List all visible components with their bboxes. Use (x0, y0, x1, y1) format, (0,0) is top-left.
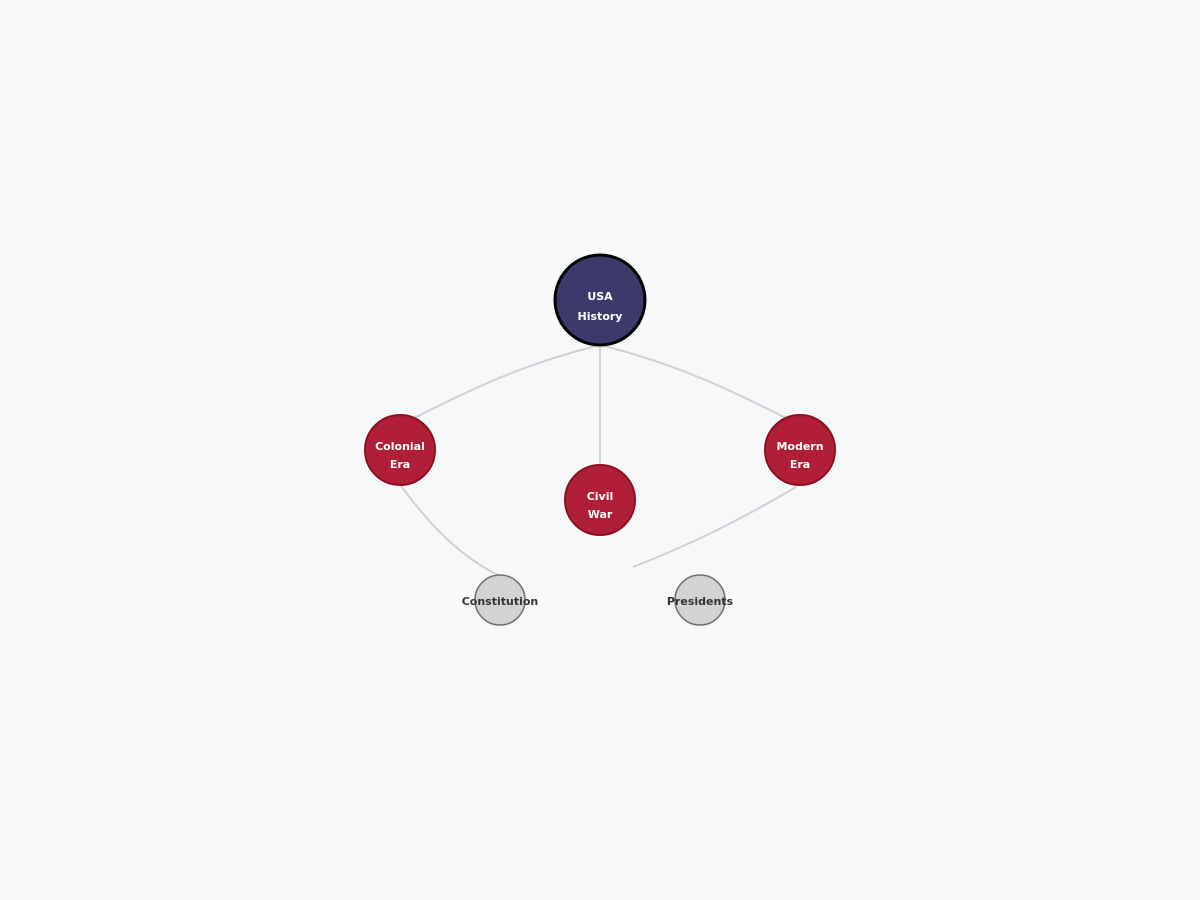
node-presidents[interactable]: Presidents (667, 574, 734, 626)
node-constitution-circle (474, 574, 526, 626)
node-colonial-era-circle (364, 414, 436, 486)
node-usa-history-circle (553, 253, 647, 347)
edge-colonial-constitution (400, 485, 501, 577)
edges (399, 345, 801, 577)
node-usa-history-label-line1: USA (587, 290, 613, 303)
edge-modern-presidents (632, 486, 797, 568)
node-colonial-era-label-line2: Era (390, 458, 410, 471)
node-civil-war[interactable]: Civil War (564, 464, 636, 536)
node-constitution-label: Constitution (462, 595, 539, 608)
node-civil-war-label-line1: Civil (587, 490, 614, 503)
node-modern-era-circle (764, 414, 836, 486)
edge-root-colonial (399, 345, 597, 426)
node-modern-era[interactable]: Modern Era (764, 414, 836, 486)
node-civil-war-label-line2: War (588, 508, 613, 521)
node-modern-era-label-line2: Era (790, 458, 810, 471)
node-constitution[interactable]: Constitution (462, 574, 539, 626)
node-usa-history-label-line2: History (578, 310, 623, 323)
node-usa-history[interactable]: USA History (553, 253, 647, 347)
edge-root-modern (603, 345, 801, 426)
node-colonial-era-label-line1: Colonial (375, 440, 425, 453)
node-colonial-era[interactable]: Colonial Era (364, 414, 436, 486)
node-presidents-circle (674, 574, 726, 626)
node-presidents-label: Presidents (667, 595, 734, 608)
node-modern-era-label-line1: Modern (776, 440, 823, 453)
node-civil-war-circle (564, 464, 636, 536)
